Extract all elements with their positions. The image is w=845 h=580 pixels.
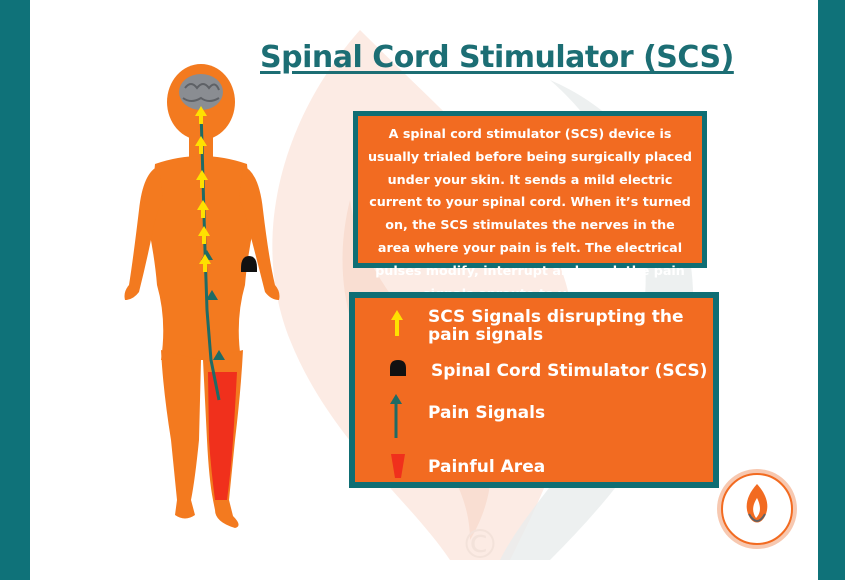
legend-item-scs-signals: SCS Signals disrupting the pain signals (355, 306, 713, 346)
legend-label: Pain Signals (428, 403, 546, 423)
legend-item-stimulator: Spinal Cord Stimulator (SCS) (355, 360, 713, 384)
description-box: A spinal cord stimulator (SCS) device is… (353, 111, 707, 301)
painful-area-icon (208, 372, 237, 500)
teal-arrow-icon (390, 394, 402, 438)
brand-logo-icon (717, 469, 797, 549)
stimulator-device-icon (390, 360, 406, 376)
human-body-figure (124, 64, 280, 528)
yellow-arrow-icon (391, 310, 403, 336)
legend-item-pain-signals: Pain Signals (355, 394, 713, 438)
legend-label: SCS Signals disrupting the pain signals (428, 307, 684, 345)
brain-icon (179, 74, 223, 110)
legend-label: Spinal Cord Stimulator (SCS) (431, 361, 708, 381)
legend-label: Painful Area (428, 457, 546, 477)
page-title: Spinal Cord Stimulator (SCS) (260, 40, 734, 75)
red-leg-icon (391, 454, 405, 478)
copyright-watermark: © (460, 522, 500, 568)
infographic-page: © Spinal Cord Stimulator (SCS) (30, 0, 818, 580)
legend-item-painful-area: Painful Area (355, 454, 713, 480)
legend-box: SCS Signals disrupting the pain signals … (349, 292, 719, 488)
description-text: A spinal cord stimulator (SCS) device is… (368, 126, 692, 301)
scs-signal-arrows (195, 106, 211, 272)
stimulator-device-icon (241, 256, 257, 272)
